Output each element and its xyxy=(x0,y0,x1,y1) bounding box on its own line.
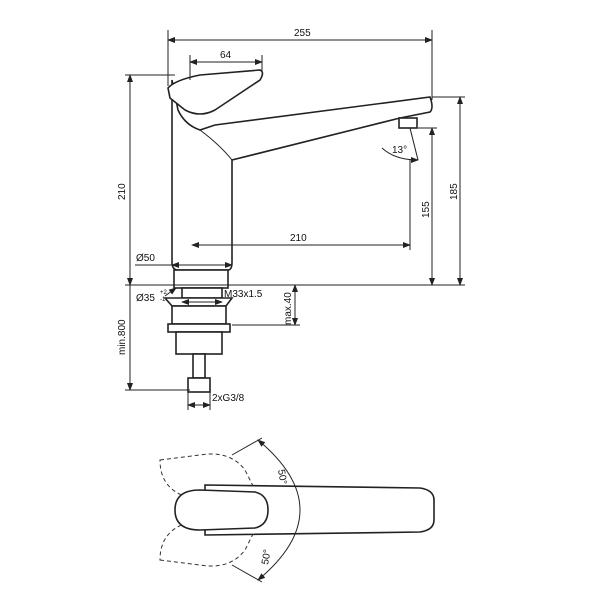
top-view: 50° 50° xyxy=(159,437,435,583)
aerator xyxy=(398,117,418,129)
hose-connector xyxy=(187,377,211,393)
dim-connection: 2xG3/8 xyxy=(212,393,245,404)
dim-body-diameter: Ø50 xyxy=(136,253,155,264)
dim-handle-offset: 64 xyxy=(220,50,232,61)
dim-max-deck: max.40 xyxy=(283,292,294,325)
dim-projection: 210 xyxy=(290,233,307,244)
dim-thread: M33x1.5 xyxy=(224,289,263,300)
dim-outlet-height: 155 xyxy=(421,201,432,218)
dimensions: 255 64 210 min.800 185 155 210 Ø50 Ø35 +… xyxy=(117,28,465,410)
dim-spout-height: 185 xyxy=(449,183,460,200)
hole-tol-plus: +2 xyxy=(160,290,168,296)
hose xyxy=(192,353,206,379)
dim-total-height: 210 xyxy=(117,183,128,200)
tilt-angle-label: 13° xyxy=(392,145,407,156)
rotation-left-label: 50° xyxy=(275,469,288,486)
handle-top xyxy=(174,489,269,531)
dim-overall-length: 255 xyxy=(294,28,311,39)
side-view: 13° xyxy=(163,69,433,393)
handle xyxy=(167,69,264,115)
dim-hole-diameter: Ø35 xyxy=(136,293,155,304)
hole-tol-minus: -1 xyxy=(160,297,166,303)
rotation-right-label: 50° xyxy=(260,549,273,566)
dim-hose-length: min.800 xyxy=(117,319,128,355)
